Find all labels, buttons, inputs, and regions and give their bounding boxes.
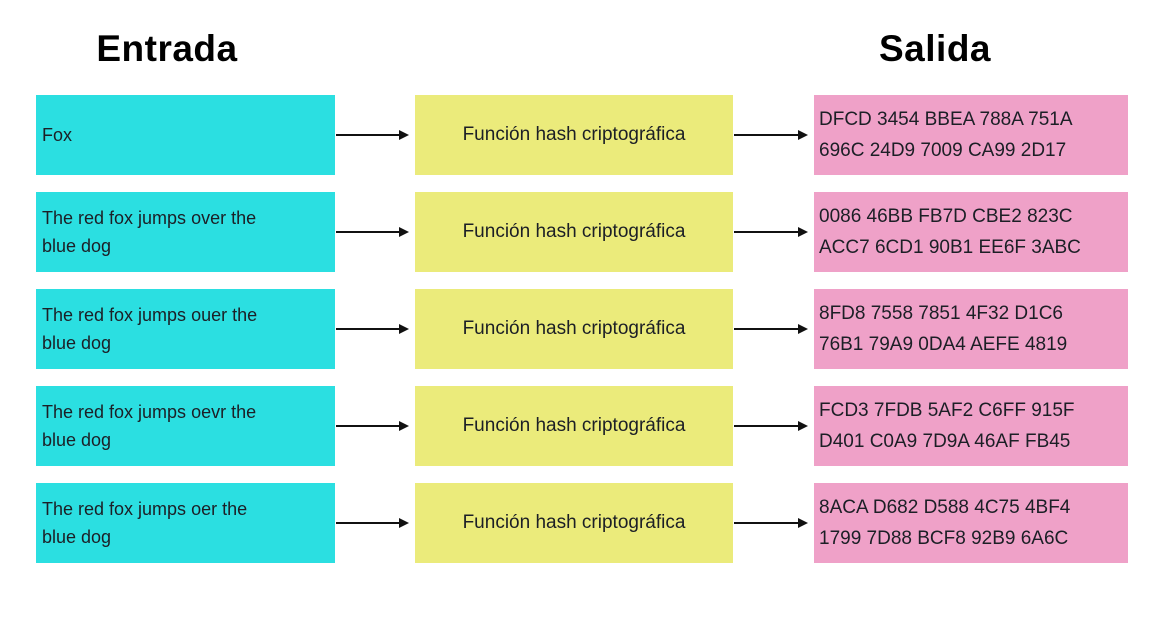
input-text: Fox (42, 125, 73, 145)
arrow-head (798, 130, 808, 140)
hash-output-line: FCD3 7FDB 5AF2 C6FF 915F (819, 400, 1075, 421)
arrow-shaft (734, 521, 798, 525)
hash-row: The red fox jumps oevr the blue dog Func… (36, 386, 1128, 466)
arrow-right-icon (335, 95, 415, 175)
hash-output-line: DFCD 3454 BBEA 788A 751A (819, 109, 1073, 130)
output-box: FCD3 7FDB 5AF2 C6FF 915F D401 C0A9 7D9A … (814, 386, 1128, 466)
arrow-head (798, 324, 808, 334)
arrow-right-icon (335, 483, 415, 563)
hash-output-line: 1799 7D88 BCF8 92B9 6A6C (819, 528, 1069, 549)
output-column-title: Salida (879, 28, 991, 69)
hash-function-box: Función hash criptográfica (415, 483, 733, 563)
arrow-head (399, 130, 409, 140)
arrow-right-icon (733, 95, 814, 175)
arrow-shaft (734, 133, 798, 137)
arrow-shaft (336, 424, 399, 428)
input-text: The red fox jumps oevr the (42, 402, 257, 422)
diagram-rows: Fox Función hash criptográfica DFCD 3454… (36, 95, 1128, 563)
output-box: 0086 46BB FB7D CBE2 823C ACC7 6CD1 90B1 … (814, 192, 1128, 272)
arrow-right-icon (733, 192, 814, 272)
hash-row: The red fox jumps oer the blue dog Funci… (36, 483, 1128, 563)
arrow-head (399, 227, 409, 237)
arrow-head (399, 421, 409, 431)
input-box: Fox (36, 95, 335, 175)
input-box: The red fox jumps oer the blue dog (36, 483, 335, 563)
input-box: The red fox jumps over the blue dog (36, 192, 335, 272)
arrow-right-icon (335, 192, 415, 272)
input-text: The red fox jumps over the (42, 208, 257, 228)
input-text: The red fox jumps oer the (42, 499, 248, 519)
hash-function-box: Función hash criptográfica (415, 289, 733, 369)
output-box: DFCD 3454 BBEA 788A 751A 696C 24D9 7009 … (814, 95, 1128, 175)
arrow-shaft (336, 327, 399, 331)
arrow-right-icon (733, 483, 814, 563)
input-text: blue dog (42, 430, 112, 450)
arrow-shaft (734, 230, 798, 234)
input-box: The red fox jumps oevr the blue dog (36, 386, 335, 466)
hash-function-label: Función hash criptográfica (462, 415, 686, 436)
hash-output-line: 76B1 79A9 0DA4 AEFE 4819 (819, 334, 1068, 355)
hash-output-line: 696C 24D9 7009 CA99 2D17 (819, 140, 1067, 161)
hash-row: The red fox jumps over the blue dog Func… (36, 192, 1128, 272)
arrow-shaft (336, 133, 399, 137)
arrow-shaft (336, 230, 399, 234)
hash-function-box: Función hash criptográfica (415, 192, 733, 272)
hash-output-line: ACC7 6CD1 90B1 EE6F 3ABC (819, 237, 1081, 258)
arrow-head (798, 227, 808, 237)
input-text: blue dog (42, 236, 112, 256)
arrow-head (399, 518, 409, 528)
input-text: blue dog (42, 527, 112, 547)
input-box: The red fox jumps ouer the blue dog (36, 289, 335, 369)
arrow-shaft (734, 327, 798, 331)
hash-row: Fox Función hash criptográfica DFCD 3454… (36, 95, 1128, 175)
hash-output-line: 0086 46BB FB7D CBE2 823C (819, 206, 1073, 227)
hash-output-line: 8ACA D682 D588 4C75 4BF4 (819, 497, 1071, 518)
arrow-head (399, 324, 409, 334)
hash-function-box: Función hash criptográfica (415, 95, 733, 175)
arrow-right-icon (733, 386, 814, 466)
input-text: The red fox jumps ouer the (42, 305, 258, 325)
output-box: 8ACA D682 D588 4C75 4BF4 1799 7D88 BCF8 … (814, 483, 1128, 563)
arrow-right-icon (335, 289, 415, 369)
input-column-title: Entrada (96, 28, 238, 69)
input-text: blue dog (42, 333, 112, 353)
arrow-head (798, 518, 808, 528)
arrow-shaft (734, 424, 798, 428)
hash-function-box: Función hash criptográfica (415, 386, 733, 466)
hash-row: The red fox jumps ouer the blue dog Func… (36, 289, 1128, 369)
hash-function-label: Función hash criptográfica (462, 318, 686, 339)
arrow-right-icon (733, 289, 814, 369)
arrow-head (798, 421, 808, 431)
arrow-right-icon (335, 386, 415, 466)
arrow-shaft (336, 521, 399, 525)
output-box: 8FD8 7558 7851 4F32 D1C6 76B1 79A9 0DA4 … (814, 289, 1128, 369)
hash-function-label: Función hash criptográfica (462, 124, 686, 145)
hash-output-line: 8FD8 7558 7851 4F32 D1C6 (819, 303, 1063, 324)
hash-output-line: D401 C0A9 7D9A 46AF FB45 (819, 431, 1071, 452)
hash-function-label: Función hash criptográfica (462, 221, 686, 242)
hash-function-label: Función hash criptográfica (462, 512, 686, 533)
